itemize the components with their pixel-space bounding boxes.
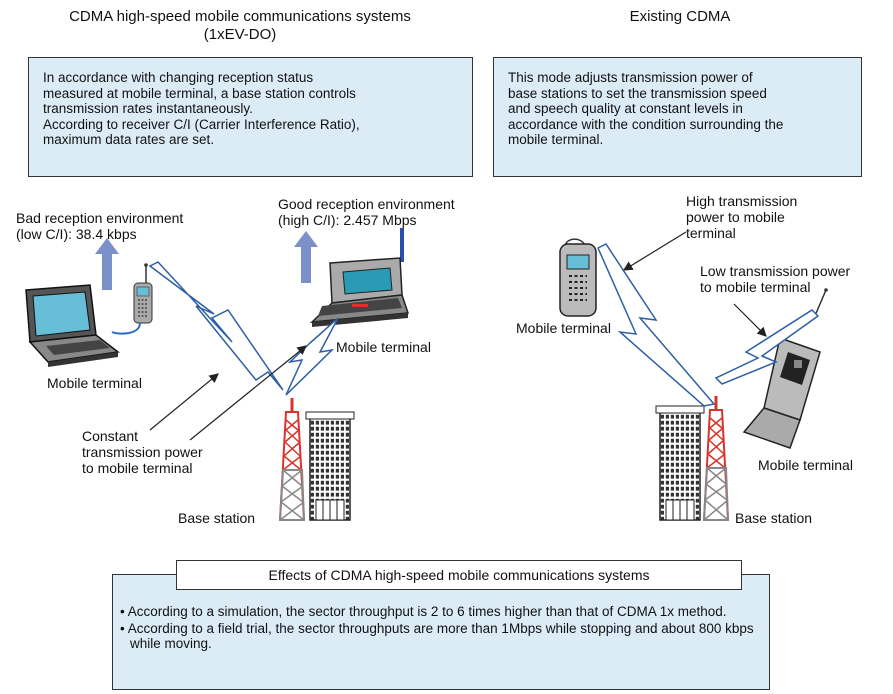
right-description-box: This mode adjusts transmission power of … [493,57,862,177]
bad-reception-line: (low C/I): 38.4 kbps [16,226,137,242]
constant-power-line: transmission power [82,444,203,460]
effects-bullet: • According to a field trial, the sector… [120,620,754,652]
effects-bullets: • According to a simulation, the sector … [120,604,760,653]
mobile-phone-icon [559,238,597,317]
bad-reception-line: Bad reception environment [16,210,184,226]
base-station-label: Base station [735,510,813,526]
constant-power-line: Constant [82,428,139,444]
right-desc-line: accordance with the condition surroundin… [508,116,784,132]
signal-bolt-icon [597,243,716,407]
high-power-line: terminal [686,225,736,241]
right-title: Existing CDMA [560,8,800,26]
mobile-terminal-label: Mobile terminal [47,375,142,391]
bad-reception-arrow-icon [95,238,119,290]
high-power-label: High transmission power to mobile termin… [686,193,797,241]
mobile-phone-icon [111,263,153,335]
right-title-text: Existing CDMA [629,8,731,25]
effects-box [112,574,770,690]
right-desc-line: This mode adjusts transmission power of [508,70,753,85]
signal-bolt-icon [285,317,339,396]
good-reception-line: Good reception environment [278,196,455,212]
low-power-label: Low transmission power to mobile termina… [700,263,850,295]
high-power-line: power to mobile [686,209,785,225]
base-station-tower-icon [702,396,730,521]
left-title: CDMA high-speed mobile communications sy… [20,8,460,44]
good-reception-line: (high C/I): 2.457 Mbps [278,212,417,228]
left-description-box: In accordance with changing reception st… [28,57,473,177]
signal-bolt-icon [714,309,820,385]
good-reception-label: Good reception environment (high C/I): 2… [278,196,455,228]
constant-power-label: Constant transmission power to mobile te… [82,428,203,476]
mobile-phone-icon [742,288,828,449]
right-desc-line: and speech quality at constant levels in [508,101,743,116]
base-station-tower-icon [278,398,306,521]
left-desc-line: maximum data rates are set. [43,132,215,147]
palmtop-terminal-icon [309,228,410,327]
good-reception-arrow-icon [294,231,318,283]
mobile-terminal-label: Mobile terminal [336,339,431,355]
building-icon [305,411,355,521]
bad-reception-label: Bad reception environment (low C/I): 38.… [16,210,183,242]
laptop-icon [25,284,120,367]
left-desc-line: transmission rates instantaneously. [43,101,253,116]
left-desc-line: According to receiver C/I (Carrier Inter… [43,116,360,132]
building-icon [655,405,705,521]
high-power-line: High transmission [686,193,798,209]
left-desc-line: In accordance with changing reception st… [43,70,314,85]
base-station-label: Base station [178,510,256,526]
signal-bolt-icon [148,261,284,391]
low-power-line: to mobile terminal [700,279,811,295]
mobile-terminal-label: Mobile terminal [758,457,853,473]
right-desc-line: mobile terminal. [508,132,604,147]
left-title-line1: CDMA high-speed mobile communications sy… [69,8,411,25]
left-title-line2: (1xEV-DO) [203,26,277,43]
low-power-line: Low transmission power [700,263,851,279]
right-desc-line: base stations to set the transmission sp… [508,85,767,101]
effects-bullet: • According to a simulation, the sector … [120,604,727,619]
constant-power-line: to mobile terminal [82,460,193,476]
effects-title: Effects of CDMA high-speed mobile commun… [176,560,742,590]
left-desc-line: measured at mobile terminal, a base stat… [43,85,356,101]
mobile-terminal-label: Mobile terminal [516,320,611,336]
